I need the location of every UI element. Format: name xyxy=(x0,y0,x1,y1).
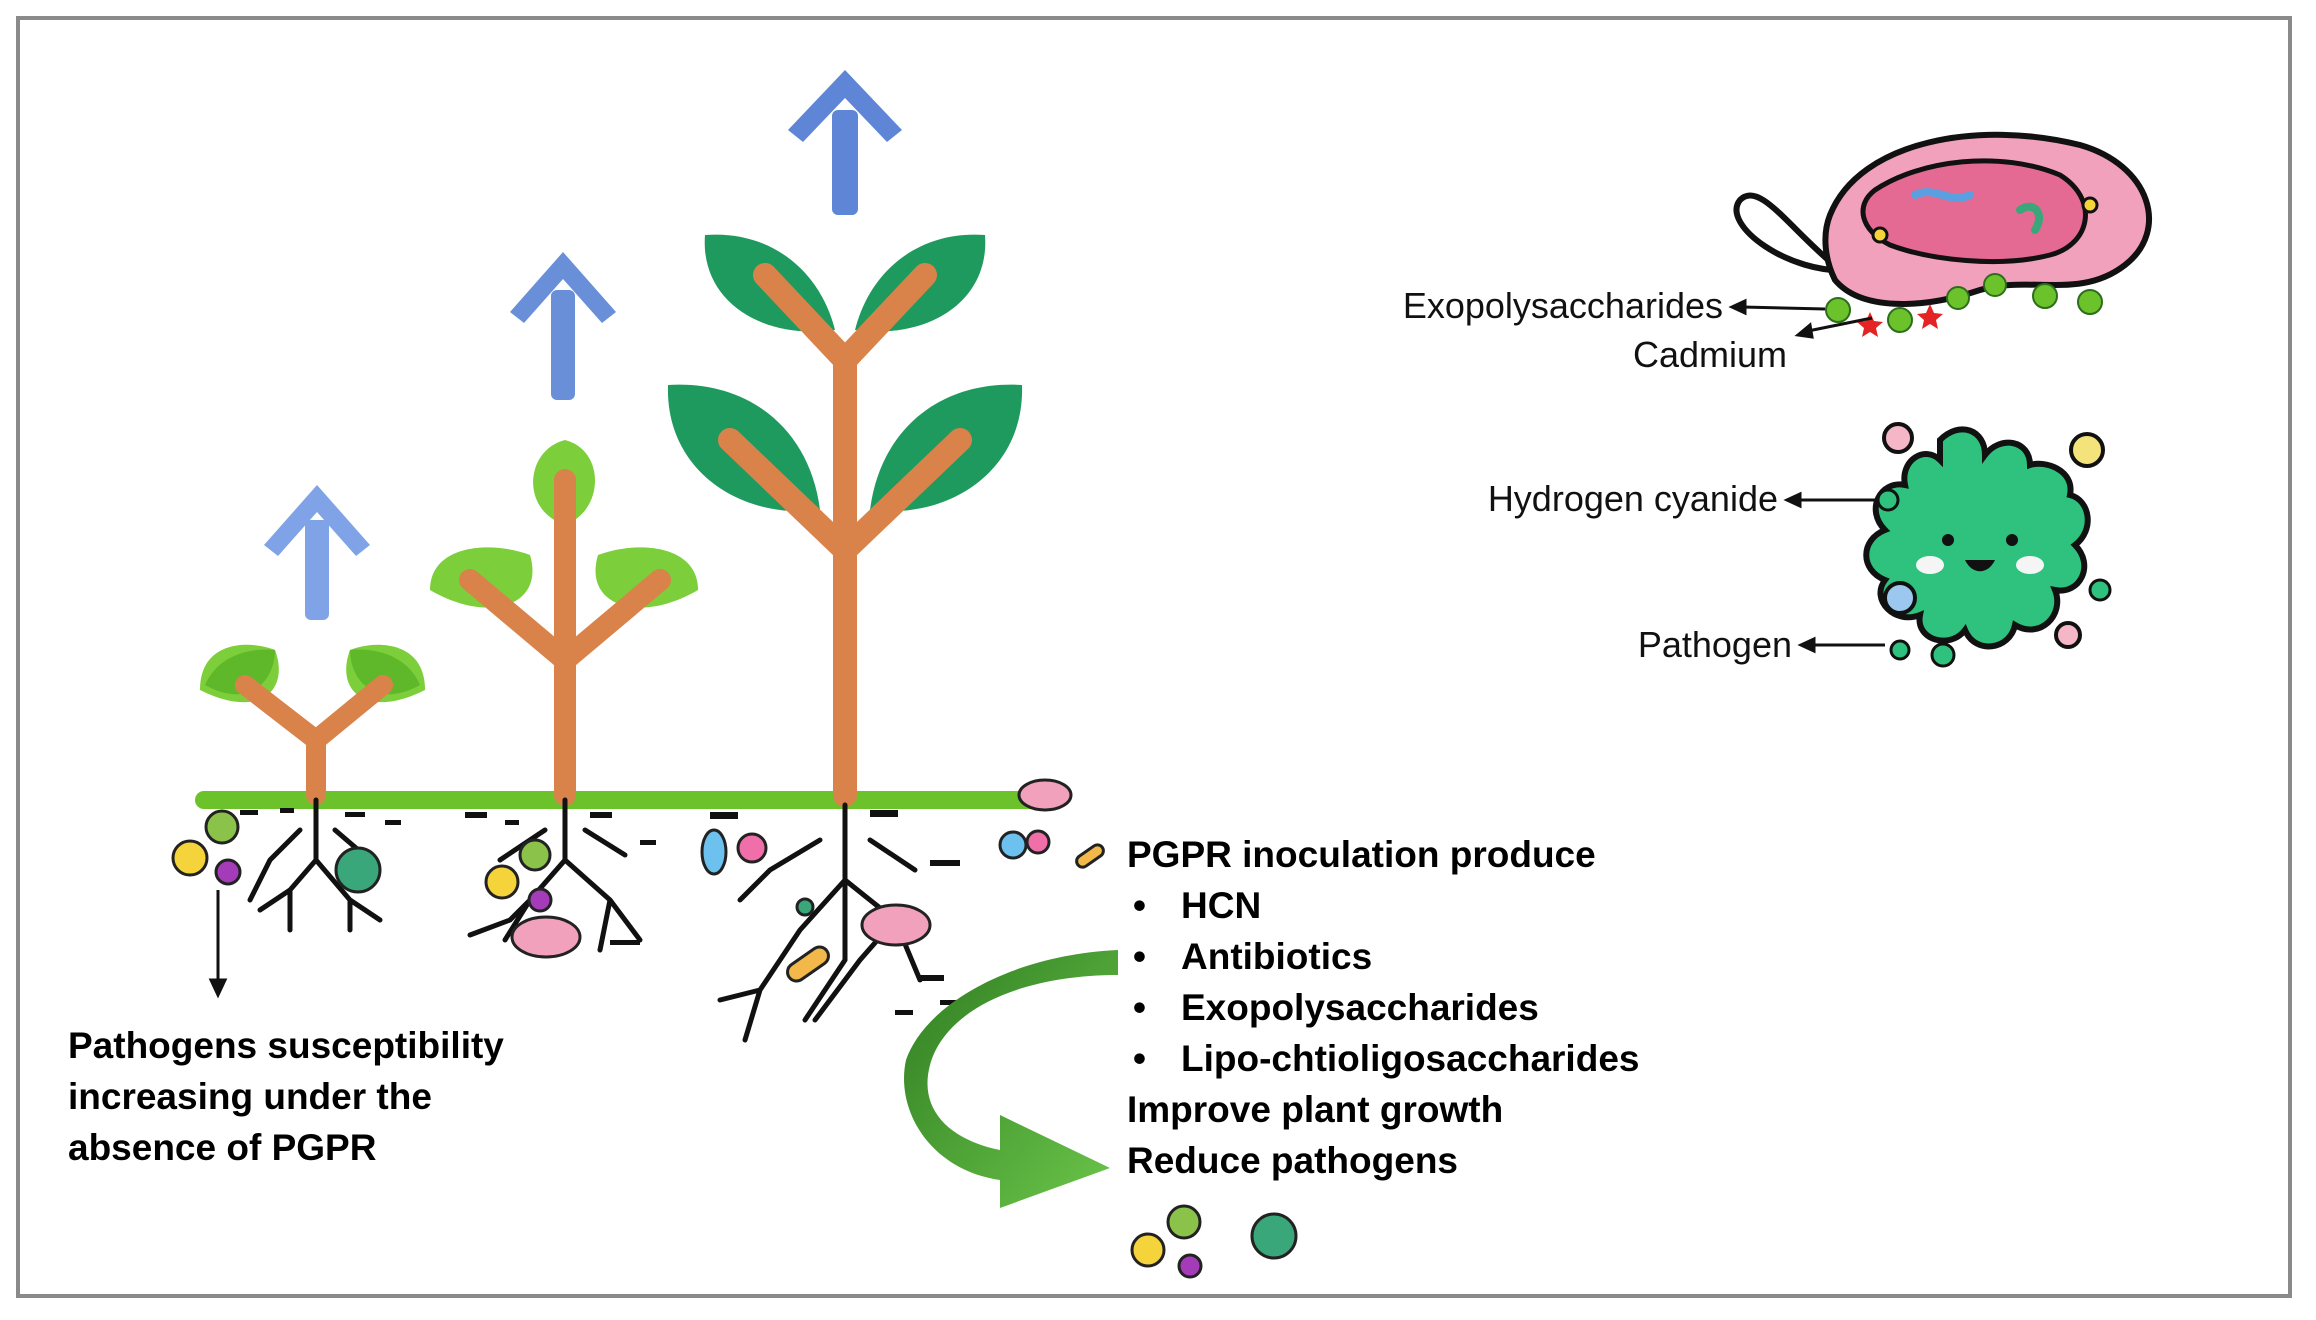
pgpr-outcome: Reduce pathogens xyxy=(1127,1140,1458,1181)
green-pathogen-icon xyxy=(518,838,552,872)
pgpr-bullet: Lipo-chtioligosaccharides xyxy=(1127,1033,1639,1084)
small-plant-icon xyxy=(200,644,425,805)
pink-virus-icon xyxy=(736,832,768,864)
pgpr-text: PGPR inoculation produce HCN Antibiotics… xyxy=(1127,829,1639,1186)
left-caption: Pathogens susceptibility increasing unde… xyxy=(68,1020,504,1173)
purple-pathogen-icon xyxy=(527,887,553,913)
purple-pathogen-icon xyxy=(214,858,242,886)
green-pathogen-icon xyxy=(1166,1204,1202,1240)
cadmium-stars-icon xyxy=(1857,304,1943,337)
hydrogen-cyanide-label: Hydrogen cyanide xyxy=(1487,478,1778,519)
medium-plant-icon xyxy=(430,440,698,806)
pgpr-heading: PGPR inoculation produce xyxy=(1127,834,1596,875)
purple-pathogen-icon xyxy=(1177,1253,1203,1279)
growth-arrow-small-icon xyxy=(264,485,370,620)
pgpr-bullet: Exopolysaccharides xyxy=(1127,982,1639,1033)
left-caption-line: Pathogens susceptibility xyxy=(68,1025,504,1066)
pathogen-label: Pathogen xyxy=(1637,624,1792,665)
growth-arrow-medium-icon xyxy=(510,252,616,400)
exopolysaccharides-label: Exopolysaccharides xyxy=(1402,285,1723,326)
teal-pathogen-icon xyxy=(334,846,382,894)
pathogen-cluster-bottom xyxy=(1130,1204,1298,1279)
roots xyxy=(247,797,923,1043)
pink-bacterium-icon xyxy=(1017,778,1073,812)
large-plant-icon xyxy=(667,234,1023,807)
orange-bacterium-icon xyxy=(786,945,830,983)
pgpr-bullet: HCN xyxy=(1127,880,1639,931)
caption-arrow-icon xyxy=(208,890,228,999)
blue-bacterium-icon xyxy=(700,828,728,876)
yellow-pathogen-icon xyxy=(1130,1232,1166,1268)
pgpr-bacterium-icon xyxy=(1733,131,2152,307)
left-caption-line: absence of PGPR xyxy=(68,1127,377,1168)
pgpr-bullet: Antibiotics xyxy=(1127,931,1639,982)
hcn-producer-icon xyxy=(1863,422,2112,668)
pink-virus-icon xyxy=(1025,829,1051,855)
label-arrows xyxy=(1728,298,1885,654)
teal-pathogen-icon xyxy=(1250,1212,1298,1260)
pink-bacterium-icon xyxy=(510,915,582,959)
figure-frame xyxy=(16,16,2292,1298)
soil-specks xyxy=(240,808,960,1015)
green-pathogen-icon xyxy=(204,809,240,845)
left-caption-line: increasing under the xyxy=(68,1076,432,1117)
yellow-pathogen-icon xyxy=(484,864,520,900)
teal-microbe-icon xyxy=(795,897,815,917)
yellow-pathogen-icon xyxy=(171,839,209,877)
orange-bacterium-icon xyxy=(1075,843,1105,869)
blue-virus-icon xyxy=(998,830,1028,860)
pathogen-cluster-left xyxy=(171,809,553,913)
soil-bacteria xyxy=(510,778,1105,983)
growth-arrow-large-icon xyxy=(788,70,902,215)
cadmium-label: Cadmium xyxy=(1632,334,1787,375)
pink-bacterium-icon xyxy=(860,903,932,947)
curved-arrow-icon xyxy=(904,950,1118,1208)
pgpr-outcome: Improve plant growth xyxy=(1127,1089,1504,1130)
exopolysaccharide-stars-icon xyxy=(1825,273,2103,333)
